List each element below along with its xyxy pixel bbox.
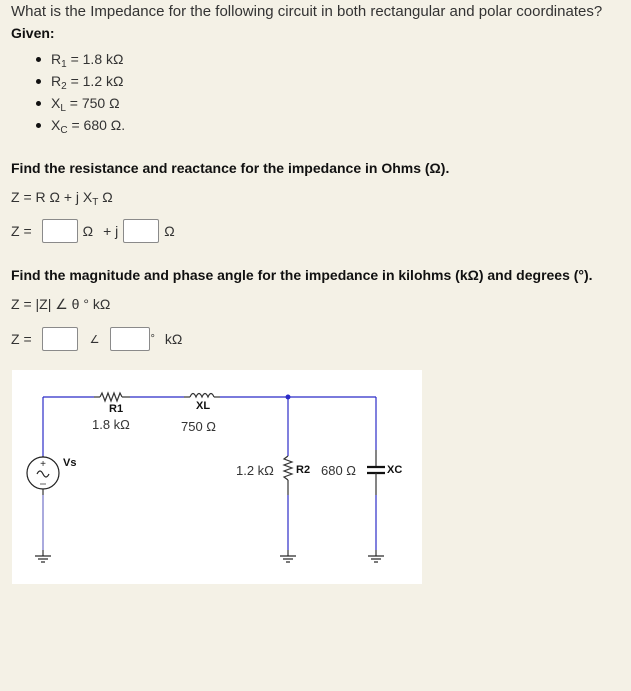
r2-value-label: 1.2 kΩ (236, 463, 274, 478)
rectangular-formula: Z = R Ω + j XT Ω (11, 189, 113, 208)
ohm-unit: Ω (82, 223, 94, 239)
given-label: Given: (11, 25, 55, 41)
given-subscript: C (60, 125, 68, 136)
xl-name-label: XL (196, 400, 211, 412)
circuit-diagram: + R1 1.8 kΩ XL 750 Ω Vs 1.2 kΩ R2 (12, 370, 422, 584)
given-xc: XC = 680 Ω. (33, 114, 125, 136)
answer-label: Z = (11, 331, 32, 347)
xl-value-label: 750 Ω (181, 419, 217, 434)
given-value: = 1.2 kΩ (66, 73, 124, 89)
degree-symbol: ° (150, 333, 155, 345)
rectangular-answer-row: Z = Ω + j Ω (11, 217, 180, 245)
given-xl: XL = 750 Ω (33, 92, 125, 114)
given-symbol: X (51, 117, 61, 133)
r1-name-label: R1 (109, 403, 124, 415)
ground-icon (368, 550, 384, 563)
given-r2: R2 = 1.2 kΩ (33, 70, 125, 92)
ground-icon (280, 550, 296, 563)
formula-subscript: T (92, 197, 99, 208)
inductor-xl-icon (184, 392, 220, 399)
given-list: R1 = 1.8 kΩ R2 = 1.2 kΩ XL = 750 Ω XC = … (33, 48, 125, 136)
capacitor-xc-icon (367, 465, 385, 475)
r1-value-label: 1.8 kΩ (92, 417, 130, 432)
kohm-unit: kΩ (164, 331, 183, 347)
polar-answer-row: Z = ∠ ° kΩ (11, 325, 187, 353)
rectangular-heading: Find the resistance and reactance for th… (11, 160, 450, 176)
vs-label: Vs (63, 457, 77, 469)
given-subscript: L (60, 103, 66, 114)
ac-voltage-source-icon: + (26, 456, 60, 490)
resistor-r1-icon (94, 391, 130, 403)
given-symbol: R (51, 73, 62, 89)
ohm-unit: Ω (164, 223, 175, 239)
formula-text: Z = R Ω + j X (11, 189, 93, 205)
xc-value-label: 680 Ω (321, 463, 357, 478)
plus-j-text: + j (103, 223, 119, 239)
xc-name-label: XC (387, 464, 403, 476)
given-symbol: X (51, 95, 61, 111)
svg-text:+: + (40, 459, 46, 470)
given-value: = 680 Ω. (67, 117, 126, 133)
polar-heading: Find the magnitude and phase angle for t… (11, 267, 593, 283)
given-symbol: R (51, 51, 62, 67)
given-r1: R1 = 1.8 kΩ (33, 48, 125, 70)
resistor-r2-icon (282, 455, 294, 481)
resistance-input[interactable] (41, 219, 78, 243)
circuit-schematic: + (26, 391, 385, 563)
angle-symbol: ∠ (89, 333, 100, 346)
r2-name-label: R2 (296, 464, 311, 476)
reactance-input[interactable] (123, 219, 160, 243)
formula-text: Ω (98, 189, 113, 205)
given-subscript: 2 (61, 81, 67, 92)
polar-formula: Z = |Z| ∠ θ ° kΩ (11, 296, 111, 312)
question-title: What is the Impedance for the following … (11, 3, 603, 20)
ground-icon (35, 550, 51, 563)
given-subscript: 1 (61, 59, 67, 70)
magnitude-input[interactable] (41, 327, 78, 351)
given-value: = 750 Ω (65, 95, 120, 111)
phase-angle-input[interactable] (109, 327, 150, 351)
given-value: = 1.8 kΩ (66, 51, 124, 67)
answer-label: Z = (11, 223, 32, 239)
